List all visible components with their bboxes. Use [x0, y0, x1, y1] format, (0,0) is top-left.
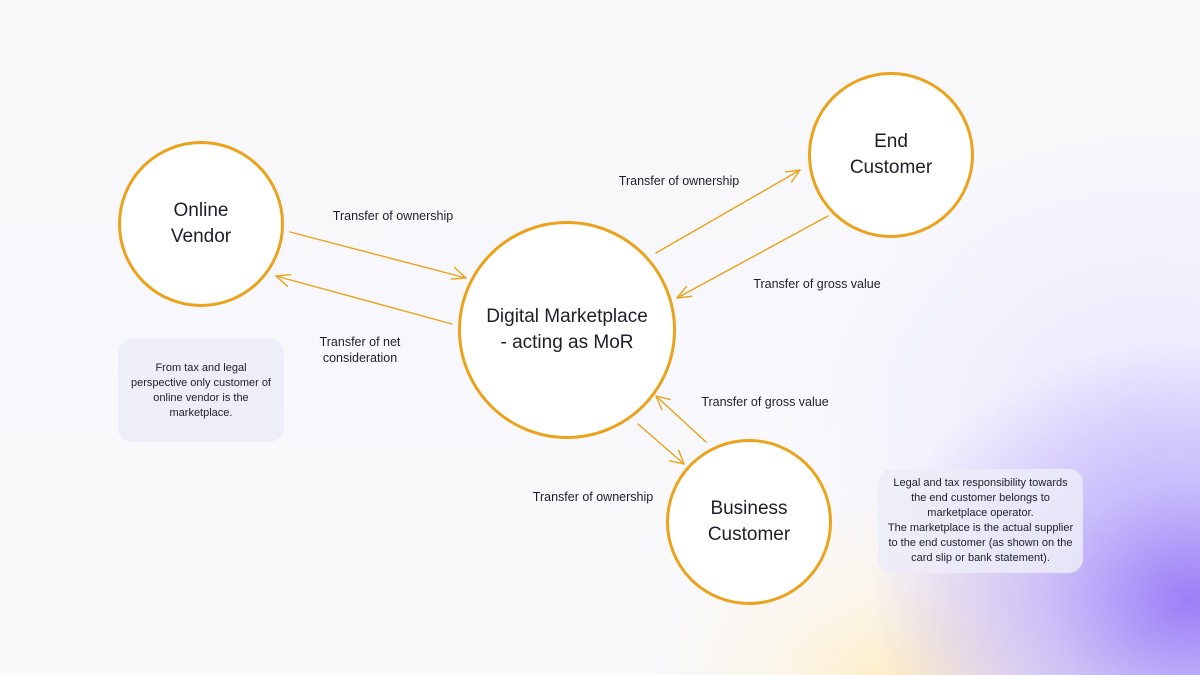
arrowhead-marketplace-to-business	[668, 449, 685, 465]
label-marketplace-to-business: Transfer of ownership	[532, 490, 654, 504]
arrow-end-to-marketplace	[676, 215, 829, 299]
arrow-marketplace-to-end	[655, 169, 801, 254]
label-end-to-marketplace: Transfer of gross value	[753, 277, 881, 291]
note-operator-responsibility: Legal and tax responsibility towards the…	[878, 469, 1083, 573]
label-business-to-marketplace: Transfer of gross value	[701, 395, 829, 409]
arrow-marketplace-to-business	[637, 423, 685, 465]
arrowhead-vendor-to-marketplace	[450, 266, 467, 280]
arrowhead-business-to-marketplace	[655, 395, 671, 411]
node-end-customer: End Customer	[808, 72, 974, 238]
label-marketplace-to-end: Transfer of ownership	[618, 174, 740, 188]
note-vendor-customer: From tax and legal perspective only cust…	[118, 339, 284, 442]
label-marketplace-to-vendor: Transfer of net consideration	[319, 335, 401, 365]
arrow-business-to-marketplace	[655, 395, 707, 443]
arrow-marketplace-to-vendor	[275, 275, 453, 325]
node-business-customer: Business Customer	[666, 439, 832, 605]
label-vendor-to-marketplace: Transfer of ownership	[332, 209, 454, 223]
node-digital-marketplace: Digital Marketplace - acting as MoR	[458, 221, 676, 439]
arrowhead-marketplace-to-end	[784, 169, 801, 183]
arrowhead-end-to-marketplace	[676, 285, 693, 299]
node-online-vendor: Online Vendor	[118, 141, 284, 307]
arrowhead-marketplace-to-vendor	[275, 274, 292, 287]
arrow-vendor-to-marketplace	[289, 231, 467, 279]
